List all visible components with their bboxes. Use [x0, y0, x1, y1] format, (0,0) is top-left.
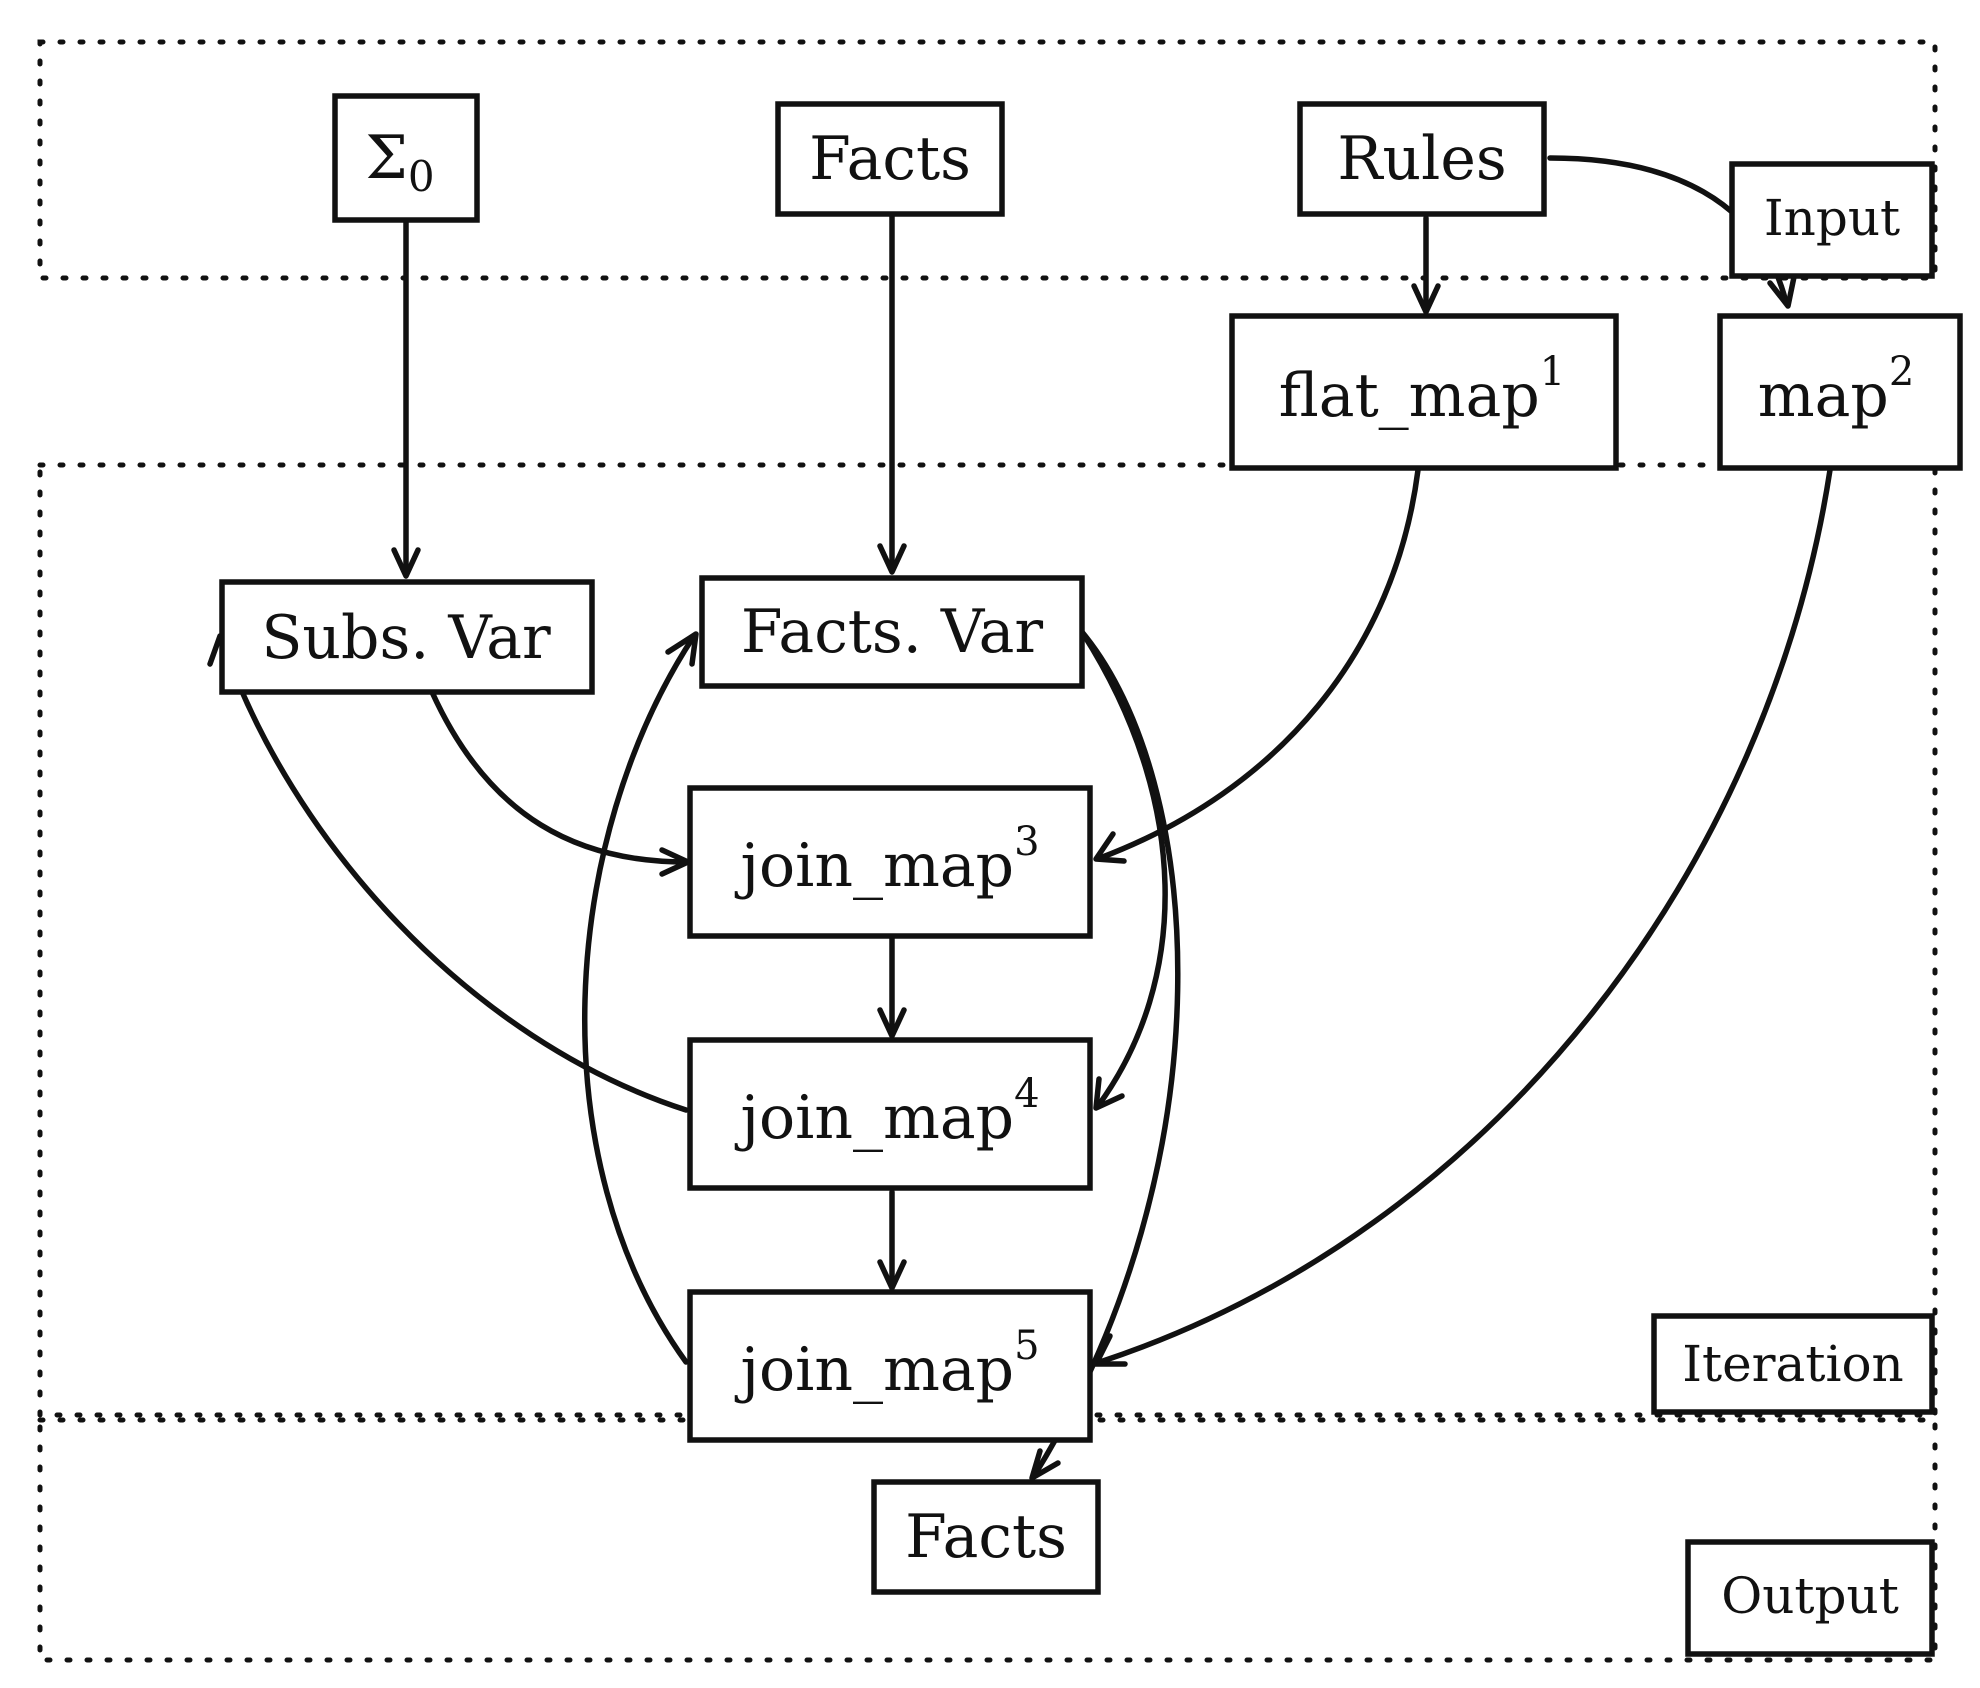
edge-facts-var-to-facts-out	[1029, 629, 1181, 1481]
node-facts-input-label: Facts	[809, 124, 971, 194]
node-rules: Rules	[1297, 101, 1547, 217]
output-zone-label: Output	[1685, 1539, 1935, 1657]
node-subs-var-label: Subs. Var	[261, 603, 551, 673]
node-join-map5: join_map5	[687, 1289, 1093, 1443]
input-zone-label: Input	[1729, 161, 1935, 279]
edge-flat-map-to-join-map3	[1093, 467, 1421, 864]
node-facts-output: Facts	[871, 1479, 1101, 1595]
node-join-map4: join_map4	[687, 1037, 1093, 1191]
iteration-zone-label: Iteration	[1651, 1313, 1935, 1415]
node-sigma0-label: Σ0	[365, 123, 434, 201]
edge-facts-var-to-join-map4	[1079, 629, 1168, 1111]
edge-join-map3-to-join-map4	[877, 935, 907, 1039]
node-join-map5-label: join_map5	[734, 1323, 1039, 1405]
edge-join-map4-to-join-map5	[877, 1189, 907, 1291]
node-join-map3: join_map3	[687, 785, 1093, 939]
input-zone	[37, 39, 1938, 281]
node-facts-output-label: Facts	[905, 1502, 1067, 1572]
input-zone-label-text: Input	[1764, 189, 1900, 247]
node-subs-var: Subs. Var	[219, 579, 595, 695]
node-sigma0: Σ0	[332, 93, 480, 223]
node-flat-map: flat_map1	[1229, 313, 1619, 471]
node-facts-input: Facts	[775, 101, 1005, 217]
output-zone-label-text: Output	[1721, 1567, 1899, 1625]
output-zone	[37, 1417, 1938, 1663]
edge-join-map4-to-subs-var	[207, 633, 689, 1113]
edge-sigma0-to-subs-var	[391, 219, 421, 579]
node-facts-var: Facts. Var	[699, 575, 1085, 689]
node-map: map2	[1717, 313, 1963, 471]
edge-map-to-join-map5	[1093, 467, 1833, 1367]
edge-rules-to-flat-map	[1411, 215, 1441, 315]
node-join-map4-label: join_map4	[734, 1071, 1039, 1153]
node-facts-var-label: Facts. Var	[741, 597, 1044, 667]
edge-join-map5-to-facts-var	[582, 631, 699, 1365]
node-flat-map-label: flat_map1	[1279, 349, 1565, 431]
node-rules-label: Rules	[1337, 124, 1506, 194]
iteration-zone-label-text: Iteration	[1682, 1335, 1904, 1393]
node-map-label: map2	[1758, 349, 1915, 431]
node-join-map3-label: join_map3	[734, 819, 1039, 901]
edge-facts-to-facts-var	[877, 213, 907, 575]
